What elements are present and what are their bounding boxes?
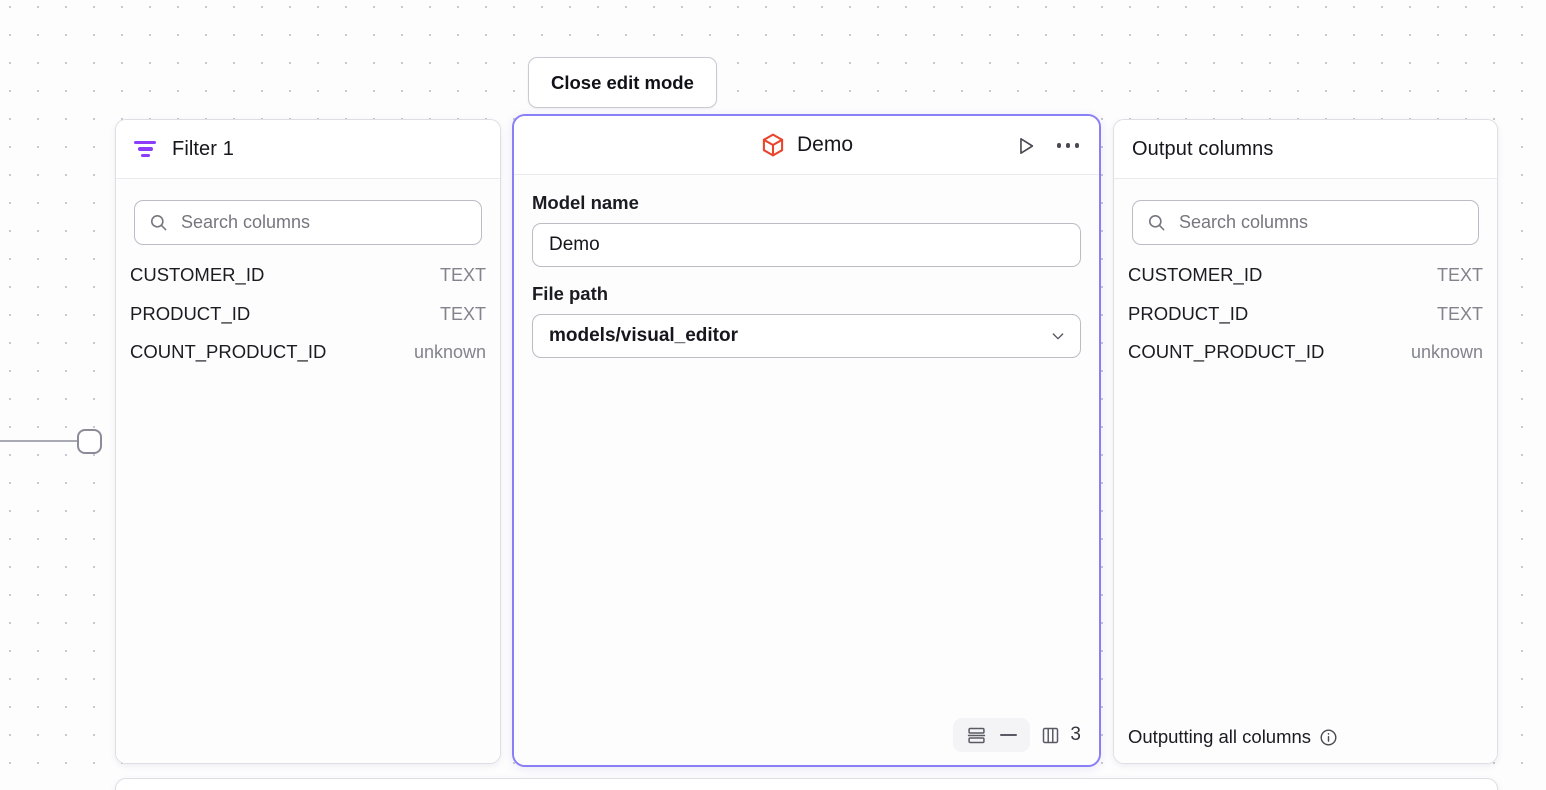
output-search-input[interactable]: Search columns [1132,200,1479,245]
filter-panel[interactable]: Filter 1 Search columns CUSTOMER_ID TEXT… [115,119,501,764]
column-name: CUSTOMER_ID [130,264,265,285]
output-panel-footer: Outputting all columns [1114,711,1497,763]
model-more-options-button[interactable] [1051,129,1085,163]
close-edit-mode-button[interactable]: Close edit mode [528,57,717,108]
output-column-list: CUSTOMER_ID TEXT PRODUCT_ID TEXT COUNT_P… [1114,264,1497,380]
model-panel[interactable]: Demo Model name Demo File path [512,114,1101,767]
search-icon [1148,214,1165,231]
output-panel-title: Output columns [1132,137,1274,160]
column-type: unknown [1410,342,1483,362]
column-count-value: 3 [1070,724,1081,745]
model-name-input[interactable]: Demo [532,223,1081,267]
column-type: TEXT [439,303,486,324]
column-name: CUSTOMER_ID [1128,264,1263,285]
model-form: Model name Demo File path models/visual_… [514,175,1099,358]
output-panel-body: Search columns CUSTOMER_ID TEXT PRODUCT_… [1114,179,1497,763]
file-path-select[interactable]: models/visual_editor [532,314,1081,358]
search-icon [150,214,167,231]
connector-edge [0,440,82,442]
output-columns-panel[interactable]: Output columns Search columns CUSTOMER_I… [1113,119,1498,764]
list-item[interactable]: COUNT_PRODUCT_ID unknown [1128,341,1483,380]
model-panel-header: Demo [514,116,1099,175]
list-item[interactable]: PRODUCT_ID TEXT [1128,303,1483,342]
info-icon[interactable] [1319,728,1338,747]
connector-handle[interactable] [77,429,102,454]
model-stats-footer: 3 [953,718,1085,752]
filter-search-input[interactable]: Search columns [134,200,482,245]
model-panel-title: Demo [796,133,854,156]
file-path-label: File path [532,283,609,304]
rows-icon [968,727,986,743]
filter-search-placeholder: Search columns [181,212,311,232]
column-name: PRODUCT_ID [130,302,251,324]
model-header-actions [1009,116,1085,175]
play-icon [1020,137,1034,154]
column-name: COUNT_PRODUCT_ID [130,341,327,362]
filter-panel-header: Filter 1 [116,120,500,179]
run-model-button[interactable] [1009,129,1043,163]
outputting-all-columns-label: Outputting all columns [1128,726,1312,747]
column-count-group[interactable]: 3 [1040,724,1085,746]
ellipsis-icon [1056,143,1080,148]
output-search-placeholder: Search columns [1179,212,1309,232]
list-item[interactable]: CUSTOMER_ID TEXT [130,264,486,303]
output-panel-header: Output columns [1114,120,1497,179]
filter-column-list: CUSTOMER_ID TEXT PRODUCT_ID TEXT COUNT_P… [116,264,500,380]
cube-icon [762,133,784,157]
filter-icon [134,141,156,157]
list-item[interactable]: PRODUCT_ID TEXT [130,303,486,342]
chevron-down-icon [1052,333,1064,340]
file-path-value: models/visual_editor [549,325,739,346]
columns-icon [1043,727,1059,743]
column-type: unknown [413,342,486,362]
filter-panel-body: Search columns CUSTOMER_ID TEXT PRODUCT_… [116,179,500,763]
column-type: TEXT [1436,303,1483,324]
column-type: TEXT [439,265,486,285]
column-name: PRODUCT_ID [1128,302,1249,324]
model-name-label: Model name [532,192,639,213]
row-count-pill[interactable] [953,718,1031,752]
bottom-panel[interactable] [115,778,1498,790]
column-name: COUNT_PRODUCT_ID [1128,341,1325,362]
row-count-value [1000,733,1018,737]
filter-panel-title: Filter 1 [172,137,234,160]
column-type: TEXT [1436,265,1483,285]
list-item[interactable]: COUNT_PRODUCT_ID unknown [130,341,486,380]
model-panel-body: Model name Demo File path models/visual_… [514,175,1099,765]
list-item[interactable]: CUSTOMER_ID TEXT [1128,264,1483,303]
